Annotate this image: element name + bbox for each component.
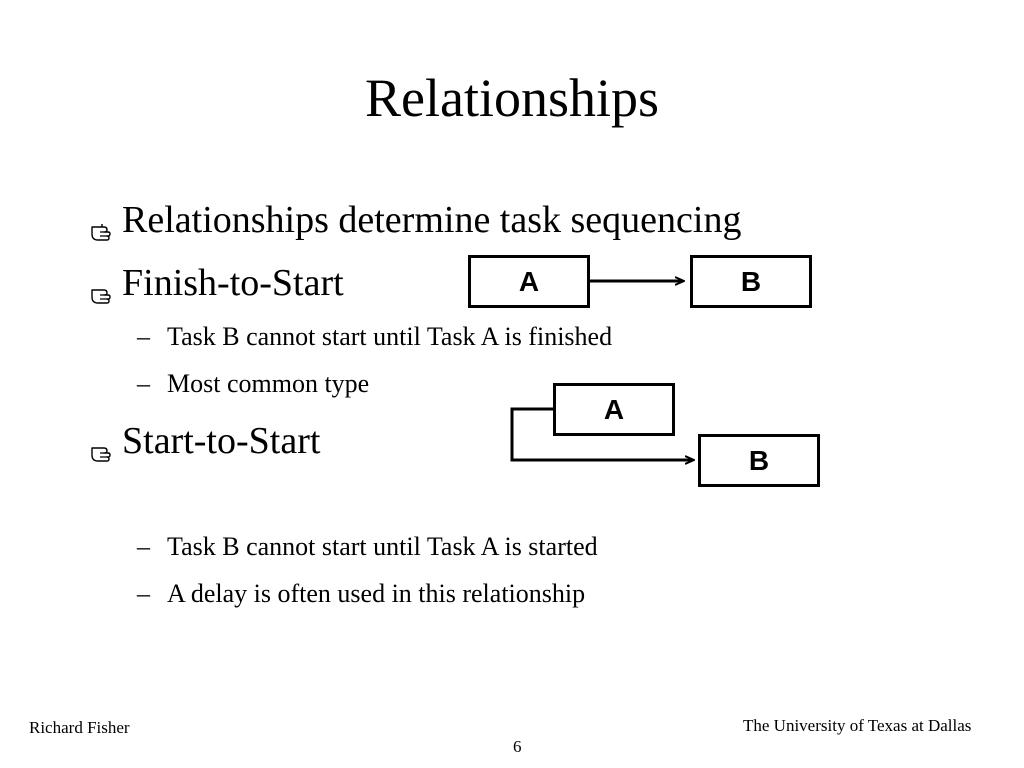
bullet-finish-to-start: Finish-to-Start	[88, 261, 344, 305]
dash: –	[137, 322, 150, 351]
subbullet-text: Task B cannot start until Task A is fini…	[167, 322, 613, 351]
bullet-relationships: Relationships determine task sequencing	[88, 198, 741, 242]
subbullet-ss-2: –A delay is often used in this relations…	[137, 579, 585, 609]
dash: –	[137, 369, 150, 398]
pointing-hand-icon	[88, 430, 118, 462]
bullet-text: Start-to-Start	[122, 420, 321, 462]
pointing-hand-icon	[88, 209, 118, 241]
ss-task-b-box: B	[698, 434, 820, 487]
footer-author: Richard Fisher	[29, 718, 130, 737]
slide-title: Relationships	[365, 68, 659, 128]
ss-task-a-box: A	[553, 383, 675, 436]
fs-task-b-box: B	[690, 255, 812, 308]
subbullet-fs-1: –Task B cannot start until Task A is fin…	[137, 322, 612, 352]
bullet-start-to-start: Start-to-Start	[88, 419, 320, 463]
subbullet-text: A delay is often used in this relationsh…	[167, 579, 586, 608]
subbullet-fs-2: –Most common type	[137, 369, 369, 399]
subbullet-text: Task B cannot start until Task A is star…	[167, 532, 598, 561]
fs-task-a-box: A	[468, 255, 590, 308]
subbullet-ss-1: –Task B cannot start until Task A is sta…	[137, 532, 598, 562]
dash: –	[137, 579, 150, 608]
dash: –	[137, 532, 150, 561]
bullet-text: Relationships determine task sequencing	[122, 199, 742, 241]
pointing-hand-icon	[88, 272, 118, 304]
page-number: 6	[513, 737, 522, 756]
footer-institution: The University of Texas at Dallas	[743, 716, 972, 735]
subbullet-text: Most common type	[167, 369, 370, 398]
bullet-text: Finish-to-Start	[122, 262, 344, 304]
